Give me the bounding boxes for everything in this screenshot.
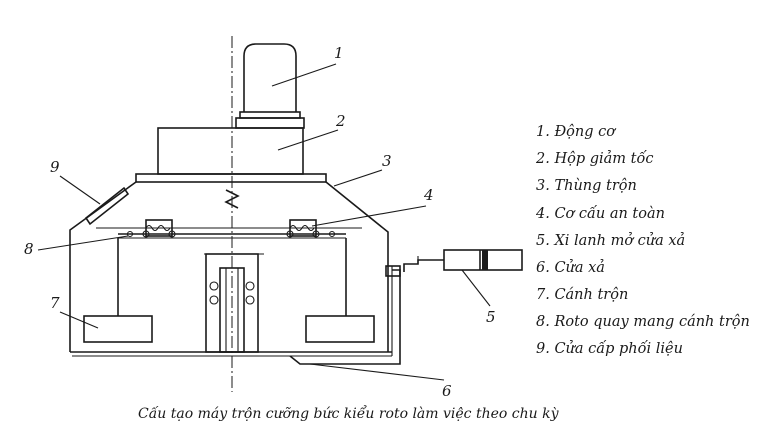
central-shaft (205, 36, 259, 392)
legend-item-6: 6. Cửa xả (536, 259, 605, 276)
legend-item-9: 9. Cửa cấp phối liệu (536, 340, 683, 357)
mixing-blades (83, 238, 375, 343)
legend-item-3: 3. Thùng trộn (536, 178, 637, 194)
legend-item-1: 1. Động cơ (536, 124, 616, 140)
part-number-4: 4 (423, 186, 434, 204)
legend-item-7: 7. Cánh trộn (536, 287, 628, 303)
leader-lines (37, 63, 491, 381)
discharge-cylinder (403, 249, 523, 272)
legend-item-5: 5. Xi lanh mở cửa xả (536, 232, 685, 249)
motor (235, 43, 305, 129)
legend-item-8: 8. Roto quay mang cánh trộn (536, 314, 750, 330)
gearbox (157, 127, 304, 175)
part-number-6: 6 (442, 382, 452, 400)
feed-door (84, 186, 130, 226)
top-plate (135, 173, 327, 183)
part-number-5: 5 (486, 308, 496, 326)
part-number-7: 7 (50, 294, 60, 312)
figure-caption: Cấu tạo máy trộn cưỡng bức kiểu roto làm… (138, 404, 560, 422)
legend: 1. Động cơ 2. Hộp giảm tốc 3. Thùng trộn… (535, 124, 750, 357)
part-number-2: 2 (335, 112, 346, 130)
part-numbers: 1 2 3 4 5 6 7 8 9 (24, 44, 496, 400)
part-number-9: 9 (50, 158, 60, 176)
discharge-door (289, 265, 401, 365)
part-number-3: 3 (382, 152, 392, 170)
legend-item-2: 2. Hộp giảm tốc (535, 150, 653, 167)
part-number-1: 1 (334, 44, 344, 62)
part-number-8: 8 (24, 240, 34, 258)
safety-mechanism (145, 219, 317, 237)
legend-item-4: 4. Cơ cấu an toàn (535, 205, 665, 222)
